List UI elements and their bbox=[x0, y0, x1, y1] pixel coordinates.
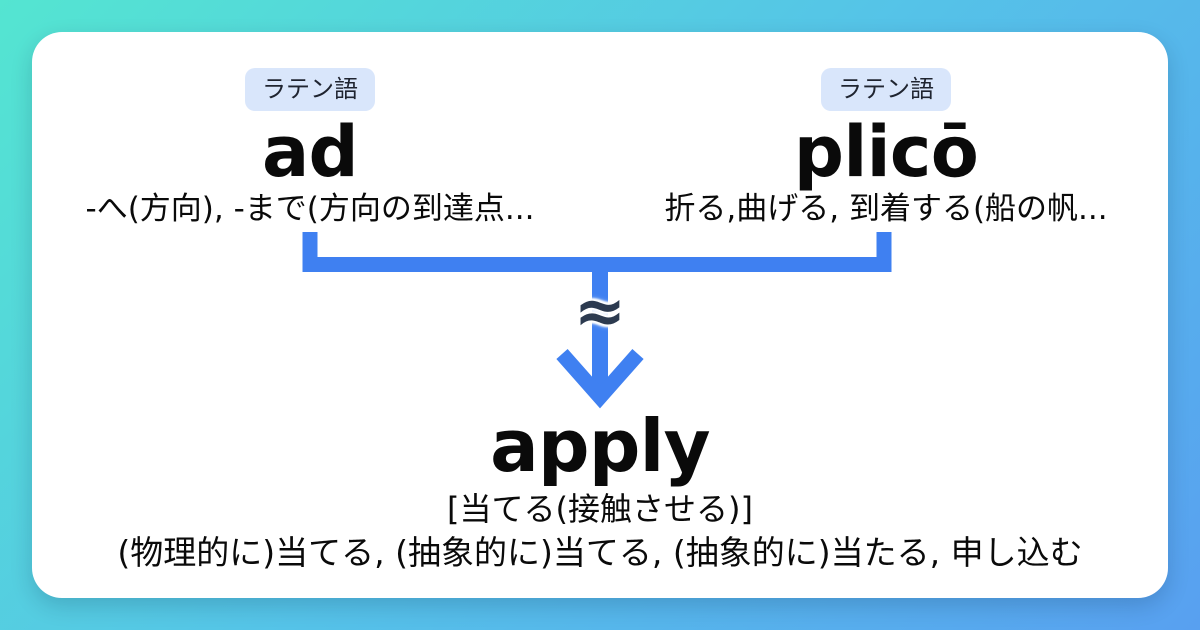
root-word: ad bbox=[262, 111, 359, 193]
result-core-meaning: [当てる(接触させる)] bbox=[447, 490, 753, 528]
root-group-right: ラテン語 plicō 折る,曲げる, 到着する(船の帆... bbox=[608, 68, 1164, 226]
approx-equal-symbol: ≈ bbox=[574, 273, 626, 347]
result-meanings: (物理的に)当てる, (抽象的に)当てる, (抽象的に)当たる, 申し込む bbox=[117, 532, 1083, 572]
root-meaning: -へ(方向), -まで(方向の到達点... bbox=[85, 191, 535, 227]
etymology-card: ラテン語 ad -へ(方向), -まで(方向の到達点... ラテン語 plicō… bbox=[32, 32, 1168, 598]
result-group: apply [当てる(接触させる)] (物理的に)当てる, (抽象的に)当てる,… bbox=[32, 410, 1168, 572]
down-arrow-icon bbox=[556, 349, 644, 409]
root-meaning: 折る,曲げる, 到着する(船の帆... bbox=[664, 191, 1108, 227]
root-word: plicō bbox=[793, 111, 979, 193]
merge-bracket-icon bbox=[302, 232, 892, 272]
language-badge: ラテン語 bbox=[245, 68, 375, 111]
root-group-left: ラテン語 ad -へ(方向), -まで(方向の到達点... bbox=[32, 68, 588, 226]
result-word: apply bbox=[490, 404, 710, 488]
language-badge: ラテン語 bbox=[821, 68, 951, 111]
derivation-connector bbox=[302, 232, 892, 409]
